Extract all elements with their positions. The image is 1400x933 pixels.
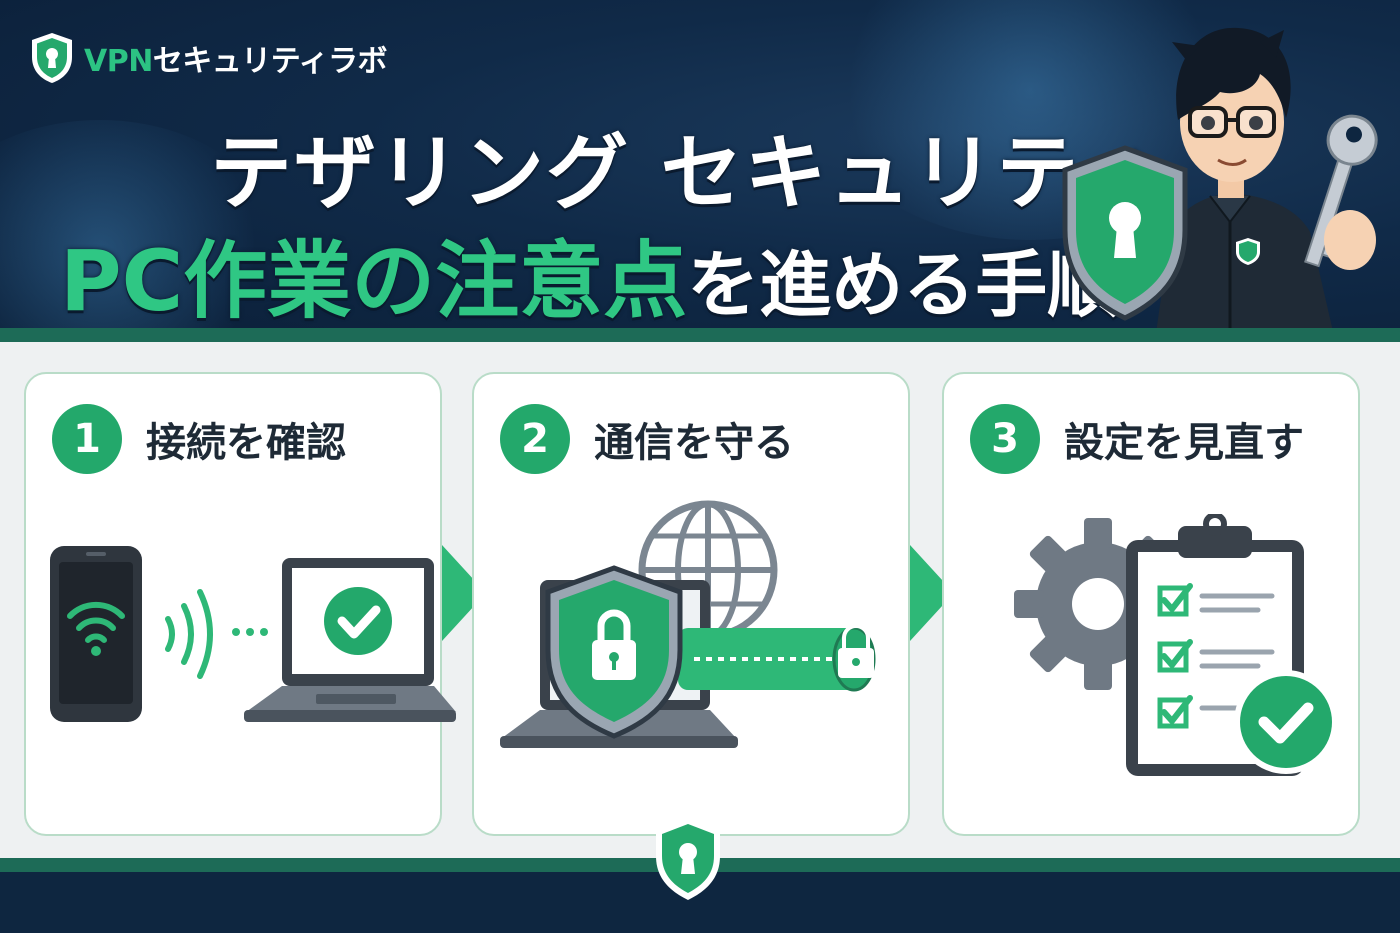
brand-suffix: セキュリティラボ [152, 44, 388, 79]
step-title: 設定を見直す [1064, 420, 1304, 466]
globe-shield-lock-tunnel-icon [500, 500, 876, 748]
step-heading-1: 1 接続を確認 [52, 404, 346, 474]
header-divider [0, 328, 1400, 342]
step-card-1: 1 接続を確認 [24, 372, 456, 836]
step-heading-2: 2 通信を守る [500, 404, 794, 474]
brand-name: VPNセキュリティラボ [84, 36, 388, 80]
gear-clipboard-checklist-icon [1014, 514, 1338, 776]
headline-line2-highlight: PC作業の注意点 [60, 232, 688, 330]
headline-line2-rest: を進める手順 [687, 243, 1120, 327]
step-title: 接続を確認 [146, 420, 346, 466]
brand-logo[interactable]: VPNセキュリティラボ [28, 30, 388, 86]
shield-keyhole-icon [656, 818, 720, 900]
shield-keyhole-icon [32, 33, 72, 83]
step-number-badge: 3 [970, 404, 1040, 474]
headline-line1: テザリング セキュリティ [210, 126, 1160, 221]
phone-wifi-laptop-check-icon [50, 546, 456, 722]
brand-vpn: VPN [84, 44, 153, 79]
step-number-badge: 1 [52, 404, 122, 474]
step-number-badge: 2 [500, 404, 570, 474]
step-card-3: 3 設定を見直す [942, 372, 1360, 836]
step-heading-3: 3 設定を見直す [970, 404, 1304, 474]
headline-line2: PC作業の注意点を進める手順 [60, 214, 1119, 335]
step-card-2: 2 通信を守る [472, 372, 910, 836]
step-title: 通信を守る [594, 420, 794, 466]
character-with-shield-and-key-illustration [1062, 27, 1378, 340]
header-banner: VPNセキュリティラボ テザリング セキュリティ PC作業の注意点を進める手順 [0, 0, 1400, 340]
